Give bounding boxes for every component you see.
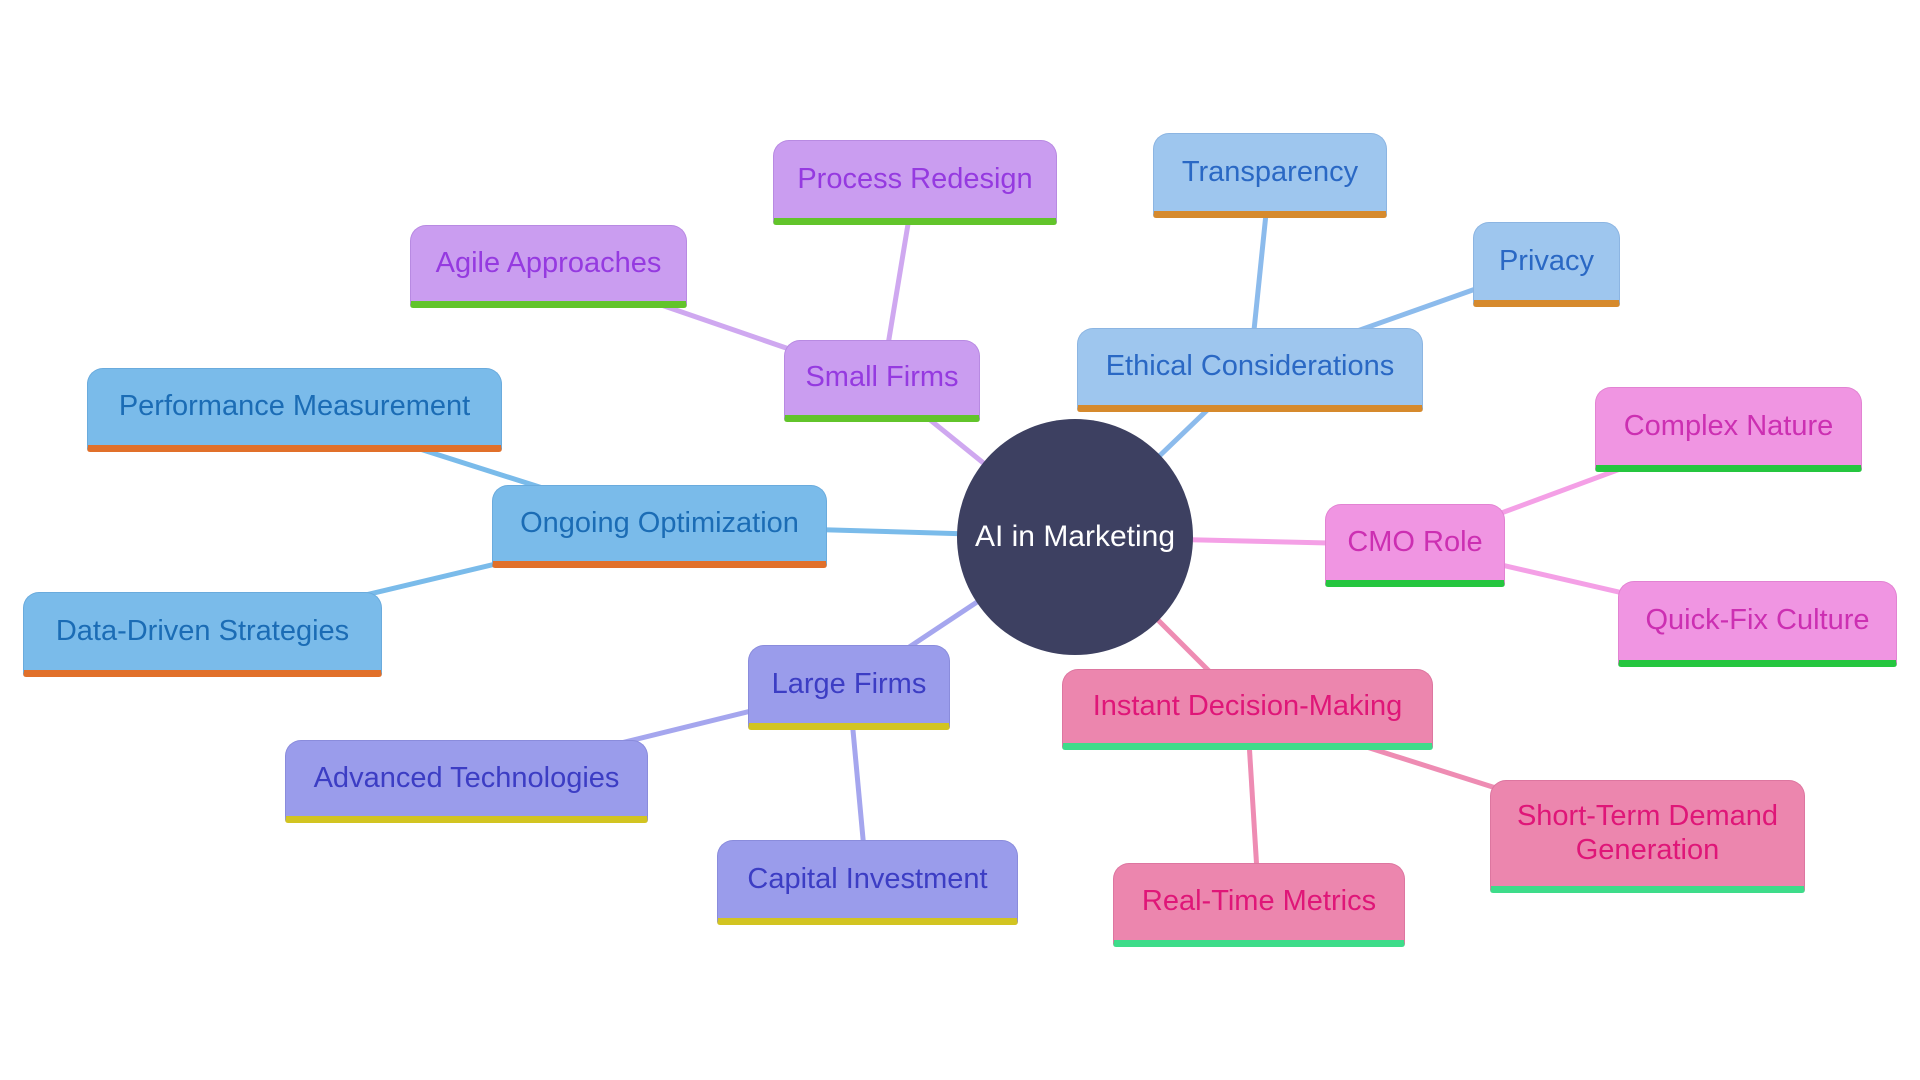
node-advanced-technologies[interactable]: Advanced Technologies [285, 740, 648, 823]
node-complex-nature[interactable]: Complex Nature [1595, 387, 1862, 472]
node-label: Advanced Technologies [313, 761, 620, 794]
node-central-topic[interactable]: AI in Marketing [957, 419, 1193, 655]
node-label: Large Firms [771, 667, 927, 700]
node-label: Ongoing Optimization [520, 506, 799, 539]
node-label: Short-Term Demand Generation [1516, 800, 1779, 866]
node-label: Process Redesign [797, 162, 1033, 195]
node-label: Data-Driven Strategies [55, 614, 350, 647]
node-label: Complex Nature [1623, 409, 1834, 442]
node-label: Real-Time Metrics [1141, 885, 1377, 918]
node-ethical-considerations[interactable]: Ethical Considerations [1077, 328, 1423, 412]
node-label: Privacy [1498, 244, 1595, 277]
node-process-redesign[interactable]: Process Redesign [773, 140, 1057, 225]
node-privacy[interactable]: Privacy [1473, 222, 1620, 307]
node-label: Performance Measurement [118, 390, 471, 423]
node-agile-approaches[interactable]: Agile Approaches [410, 225, 687, 308]
node-cmo-role[interactable]: CMO Role [1325, 504, 1505, 587]
node-label: Instant Decision-Making [1092, 689, 1403, 722]
node-performance-measurement[interactable]: Performance Measurement [87, 368, 502, 452]
central-topic-label: AI in Marketing [974, 520, 1176, 553]
node-small-firms[interactable]: Small Firms [784, 340, 980, 422]
node-label: CMO Role [1347, 525, 1483, 558]
node-large-firms[interactable]: Large Firms [748, 645, 950, 730]
node-label: Ethical Considerations [1105, 350, 1395, 383]
node-real-time-metrics[interactable]: Real-Time Metrics [1113, 863, 1405, 947]
node-instant-decision-making[interactable]: Instant Decision-Making [1062, 669, 1433, 750]
node-data-driven-strategies[interactable]: Data-Driven Strategies [23, 592, 382, 677]
node-capital-investment[interactable]: Capital Investment [717, 840, 1018, 925]
node-ongoing-optimization[interactable]: Ongoing Optimization [492, 485, 827, 568]
node-transparency[interactable]: Transparency [1153, 133, 1387, 218]
node-short-term-demand-generation[interactable]: Short-Term Demand Generation [1490, 780, 1805, 893]
node-label: Transparency [1181, 155, 1359, 188]
node-label: Agile Approaches [435, 246, 662, 279]
node-label: Capital Investment [747, 862, 988, 895]
node-label: Small Firms [805, 361, 959, 394]
node-label: Quick-Fix Culture [1645, 604, 1870, 637]
node-quick-fix-culture[interactable]: Quick-Fix Culture [1618, 581, 1897, 667]
